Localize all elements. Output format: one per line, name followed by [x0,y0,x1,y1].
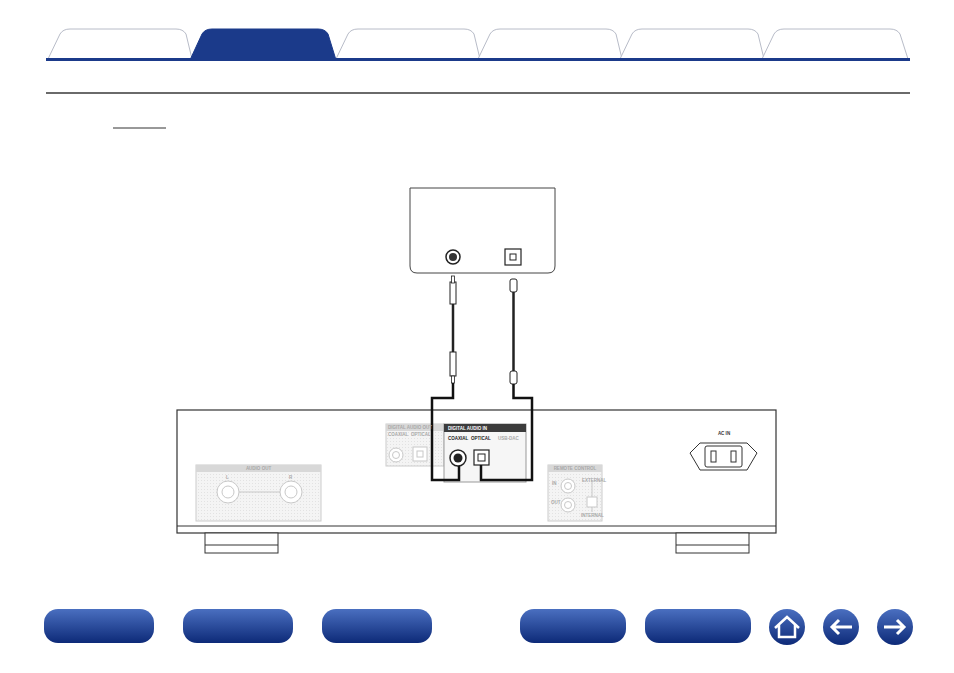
forward-icon [884,620,904,634]
panel-heading: DIGITAL AUDIO OUT [388,425,432,430]
foot [676,533,749,553]
panel-ground [548,465,602,521]
panel-heading: AUDIO OUT [246,466,271,471]
jack-label: COAXIAL [448,436,468,441]
optical-input-jack [474,450,489,465]
coaxial-jack [446,250,460,264]
jack-label: OPTICAL [471,436,491,441]
nav-buttons [44,609,913,645]
panel-heading: AC IN [718,431,730,436]
optical-jack-core [510,254,516,260]
digital-out-panel: DIGITAL AUDIO OUT COAXIALOPTICAL [386,424,444,466]
coaxial-lead [432,383,459,480]
panel-ground [196,465,321,521]
optical-lead [481,384,532,480]
jack-label: OUT [551,500,561,505]
coaxial-jack-core [449,253,457,261]
source-device [410,188,555,273]
nav-tabs [48,29,908,60]
panel-heading: REMOTE CONTROL [554,466,597,471]
back-icon [832,620,852,634]
panel-ground [444,424,526,482]
header-rule [46,92,910,94]
panel-ground [386,424,444,466]
digital-in-panel: DIGITAL AUDIO IN COAXIALOPTICAL USB-DAC [444,424,526,482]
jack-label: IN [552,481,557,486]
coaxial-cable [450,276,456,383]
panel-heading: DIGITAL AUDIO IN [448,426,487,431]
jack-label: USB-DAC [498,436,519,441]
coaxial-input-jack [450,450,466,466]
jack-label: INTERNAL [581,513,604,518]
jack-label: R [289,475,292,480]
foot [205,533,278,553]
ac-inlet: AC IN [690,430,758,442]
optical-cable [510,279,517,384]
jack-label: COAXIAL [388,432,408,437]
tab-rule [46,58,910,61]
jack-label: L [226,475,229,480]
optical-jack [505,249,521,265]
remote-control-panel: REMOTE CONTROL IN OUT EXTERNAL INTERNAL [548,465,609,521]
ac-socket [690,443,757,470]
audio-out-panel: AUDIO OUT L R [196,465,321,521]
jack-label: EXTERNAL [582,478,606,483]
jack-label: OPTICAL [411,432,431,437]
rear-panel [177,410,776,533]
underline [113,128,166,129]
home-icon [775,617,799,637]
